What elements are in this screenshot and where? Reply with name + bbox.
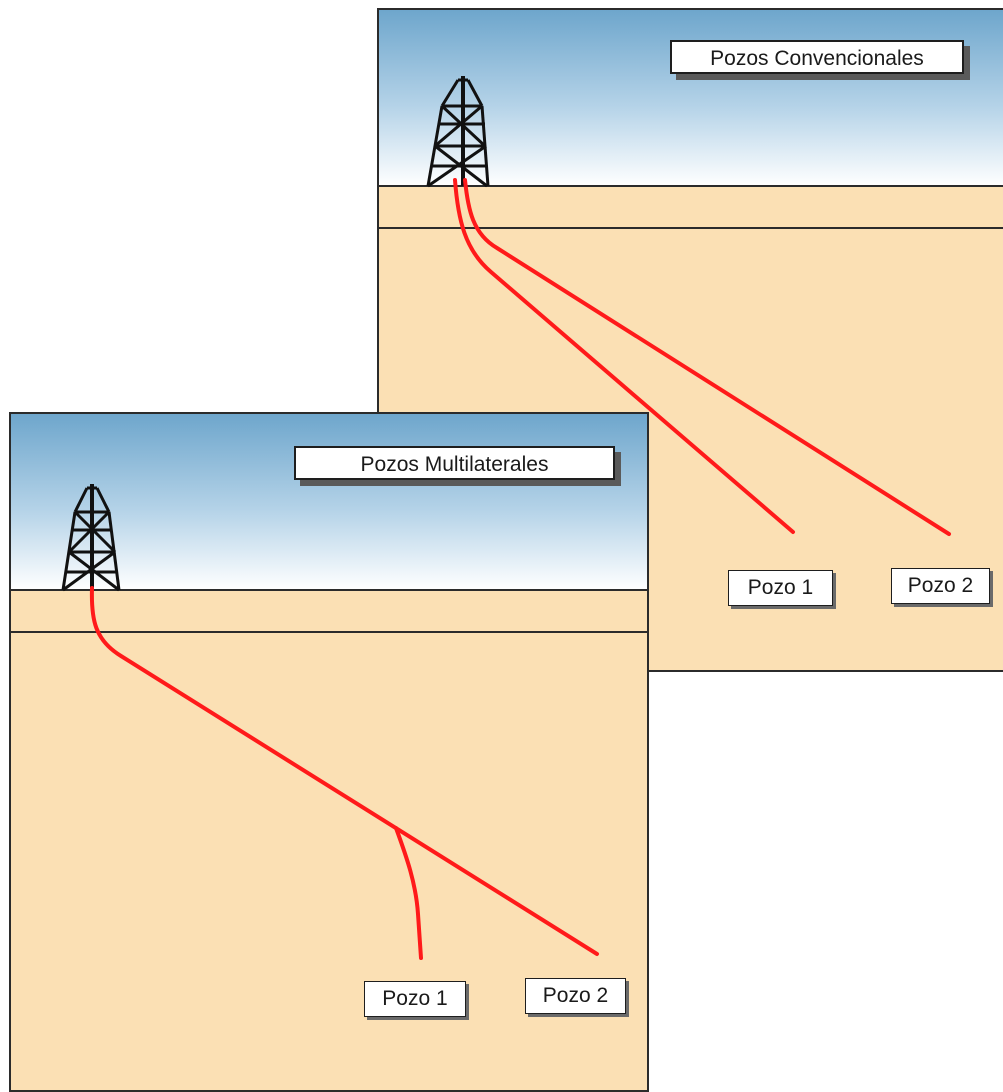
lateral-branch-path	[394, 826, 423, 960]
conventional-scene	[379, 10, 1003, 536]
sky	[379, 10, 1003, 186]
well-label-2: Pozo 2	[891, 568, 990, 604]
well-path-1	[453, 178, 795, 534]
well-path-2	[463, 178, 951, 536]
sky	[11, 414, 647, 590]
panel-title: Pozos Multilaterales	[294, 446, 615, 480]
drilling-rig-icon	[426, 76, 490, 188]
main-well-path	[89, 586, 599, 956]
panel-title: Pozos Convencionales	[670, 40, 964, 74]
multilateral-wells-panel: Pozos Multilaterales Pozo 1 Pozo 2	[9, 412, 649, 1092]
well-label-1: Pozo 1	[728, 570, 833, 606]
well-label-2: Pozo 2	[525, 978, 626, 1014]
well-label-1: Pozo 1	[364, 981, 466, 1017]
multilateral-scene	[11, 414, 647, 960]
drilling-rig-icon	[61, 484, 121, 592]
